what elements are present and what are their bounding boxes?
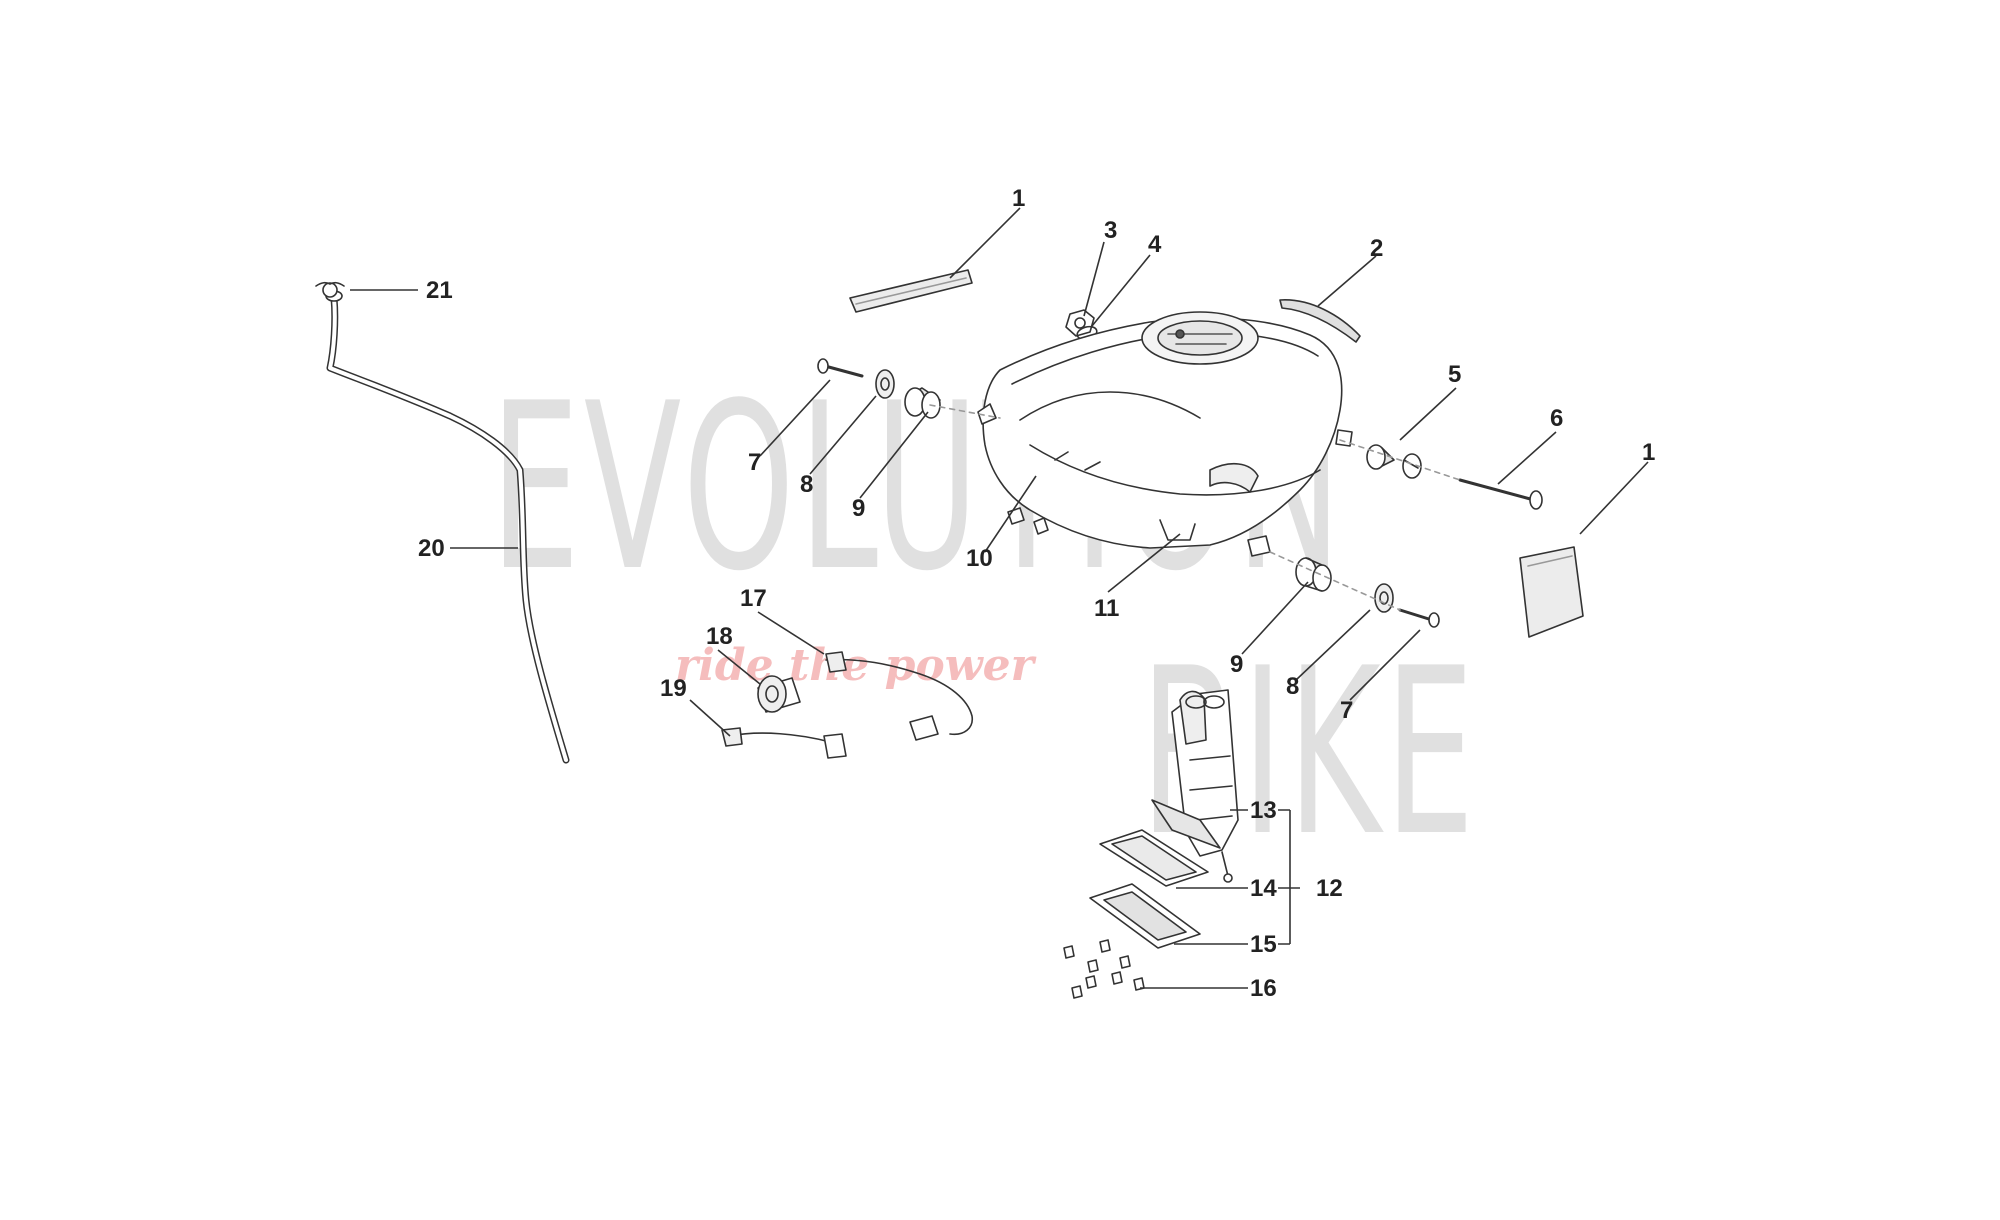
part-decal-left [849,269,973,313]
part-decal-right [1519,546,1584,638]
callout-1-top: 1 [1012,185,1025,212]
part-tank-pad [1279,299,1361,343]
callout-16: 16 [1250,975,1277,1002]
callout-labels: 1 2 3 4 5 6 1 7 8 9 10 11 9 8 7 13 14 15… [418,185,1655,1002]
callout-18: 18 [706,623,733,650]
callout-9-right: 9 [1230,651,1243,678]
part-bolt-lower [1398,608,1440,628]
callout-11: 11 [1094,595,1119,622]
part-level-sensor [757,675,801,713]
part-pump-gasket [1099,829,1209,887]
callout-5: 5 [1448,361,1461,388]
part-pump-flange [1089,883,1201,949]
callout-17: 17 [740,585,767,612]
callout-3: 3 [1104,217,1117,244]
part-bush-left [904,387,941,419]
part-fuel-tank [977,311,1353,557]
callout-8-left: 8 [800,471,813,498]
callout-9-left: 9 [852,495,865,522]
part-bush-right [1366,444,1422,479]
assembly-axes [929,404,1461,611]
callout-4: 4 [1148,231,1162,258]
part-connector-cable [721,727,847,759]
part-bolt-left [817,358,864,378]
part-breather-hose [325,290,570,764]
part-long-bolt [1458,478,1543,510]
part-bush-lower [1295,557,1332,592]
callout-2: 2 [1370,235,1383,262]
callout-21: 21 [426,277,453,304]
callout-1-right: 1 [1642,439,1655,466]
callout-7-left: 7 [748,449,761,476]
leader-lines [350,207,1649,989]
part-fuel-pump [1151,689,1239,883]
callout-10: 10 [966,545,993,572]
part-screws [1063,939,1145,999]
callout-15: 15 [1250,931,1277,958]
callout-19: 19 [660,675,687,702]
callout-14: 14 [1250,875,1277,902]
callout-12: 12 [1316,875,1343,902]
callout-6: 6 [1550,405,1563,432]
callout-20: 20 [418,535,445,562]
watermark-tagline: ride the power [675,640,1034,691]
callout-13: 13 [1250,797,1277,824]
part-hose-clamp [315,281,345,298]
part-washer-left [875,369,895,399]
part-nut [1065,309,1095,337]
part-sensor-harness [825,651,974,741]
part-washer-lower [1374,583,1394,613]
callout-7-right: 7 [1340,697,1353,724]
callout-8-right: 8 [1286,673,1299,700]
